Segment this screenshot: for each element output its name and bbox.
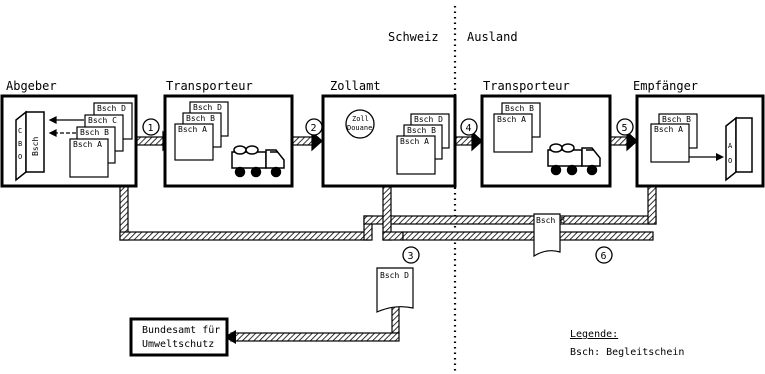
svg-text:Bsch A: Bsch A	[400, 137, 429, 146]
step-marker-5: 5	[617, 119, 633, 135]
step-marker-6: 6	[596, 247, 612, 263]
svg-text:6: 6	[601, 251, 607, 262]
bsch-d-document: Bsch D	[377, 268, 413, 312]
step-marker-2: 2	[306, 119, 322, 135]
step-marker-3: 3	[403, 247, 419, 263]
svg-text:Bsch B: Bsch B	[186, 114, 215, 123]
svg-text:O: O	[728, 157, 732, 165]
step-marker-1: 1	[143, 119, 159, 135]
svg-text:Bsch C: Bsch C	[88, 116, 117, 125]
svg-text:C: C	[18, 127, 22, 135]
step-marker-4: 4	[461, 119, 477, 135]
zoll-douane-stamp-icon: Zoll Douane	[346, 110, 374, 138]
svg-text:Douane: Douane	[347, 124, 372, 132]
svg-text:Bsch A: Bsch A	[178, 125, 207, 134]
bundesamt-label-line2: Umweltschutz	[142, 339, 214, 350]
svg-text:Bsch A: Bsch A	[73, 140, 102, 149]
region-label-schweiz: Schweiz	[388, 30, 439, 44]
truck-icon	[232, 146, 284, 177]
svg-text:Zoll: Zoll	[352, 115, 369, 123]
svg-text:Bsch D: Bsch D	[97, 104, 126, 113]
return-route	[120, 183, 656, 341]
svg-text:Bsch B: Bsch B	[505, 104, 534, 113]
svg-text:3: 3	[408, 251, 414, 262]
svg-text:Bsch B: Bsch B	[662, 115, 691, 124]
svg-text:5: 5	[622, 123, 628, 134]
station-label-zollamt: Zollamt	[330, 79, 381, 93]
svg-text:Bsch B: Bsch B	[80, 128, 109, 137]
legend-title: Legende:	[570, 329, 618, 340]
abgeber-binder-icon: C B O Bsch	[16, 112, 44, 180]
station-label-transporteur-2: Transporteur	[483, 79, 570, 93]
binder-spine-label: Bsch	[31, 137, 40, 156]
svg-text:Bsch A: Bsch A	[654, 125, 683, 134]
svg-text:2: 2	[311, 123, 317, 134]
svg-text:B: B	[18, 140, 22, 148]
legend-entry: Bsch: Begleitschein	[570, 347, 684, 358]
bsch-b-return-document: Bsch B	[534, 214, 565, 256]
station-label-transporteur-1: Transporteur	[166, 79, 253, 93]
svg-text:Bsch B: Bsch B	[536, 216, 565, 225]
svg-text:Bsch D: Bsch D	[414, 115, 443, 124]
empfaenger-binder-icon: A O	[726, 118, 752, 180]
svg-text:Bsch D: Bsch D	[380, 271, 409, 280]
bundesamt-label-line1: Bundesamt für	[142, 325, 220, 336]
svg-text:4: 4	[466, 123, 472, 134]
station-label-empfaenger: Empfänger	[633, 79, 698, 93]
truck-icon	[548, 144, 600, 175]
svg-text:O: O	[18, 153, 22, 161]
region-label-ausland: Ausland	[467, 30, 518, 44]
svg-text:Bsch A: Bsch A	[497, 115, 526, 124]
svg-text:Bsch B: Bsch B	[407, 126, 436, 135]
svg-text:1: 1	[148, 123, 154, 134]
station-label-abgeber: Abgeber	[6, 79, 57, 93]
svg-text:Bsch D: Bsch D	[193, 103, 222, 112]
